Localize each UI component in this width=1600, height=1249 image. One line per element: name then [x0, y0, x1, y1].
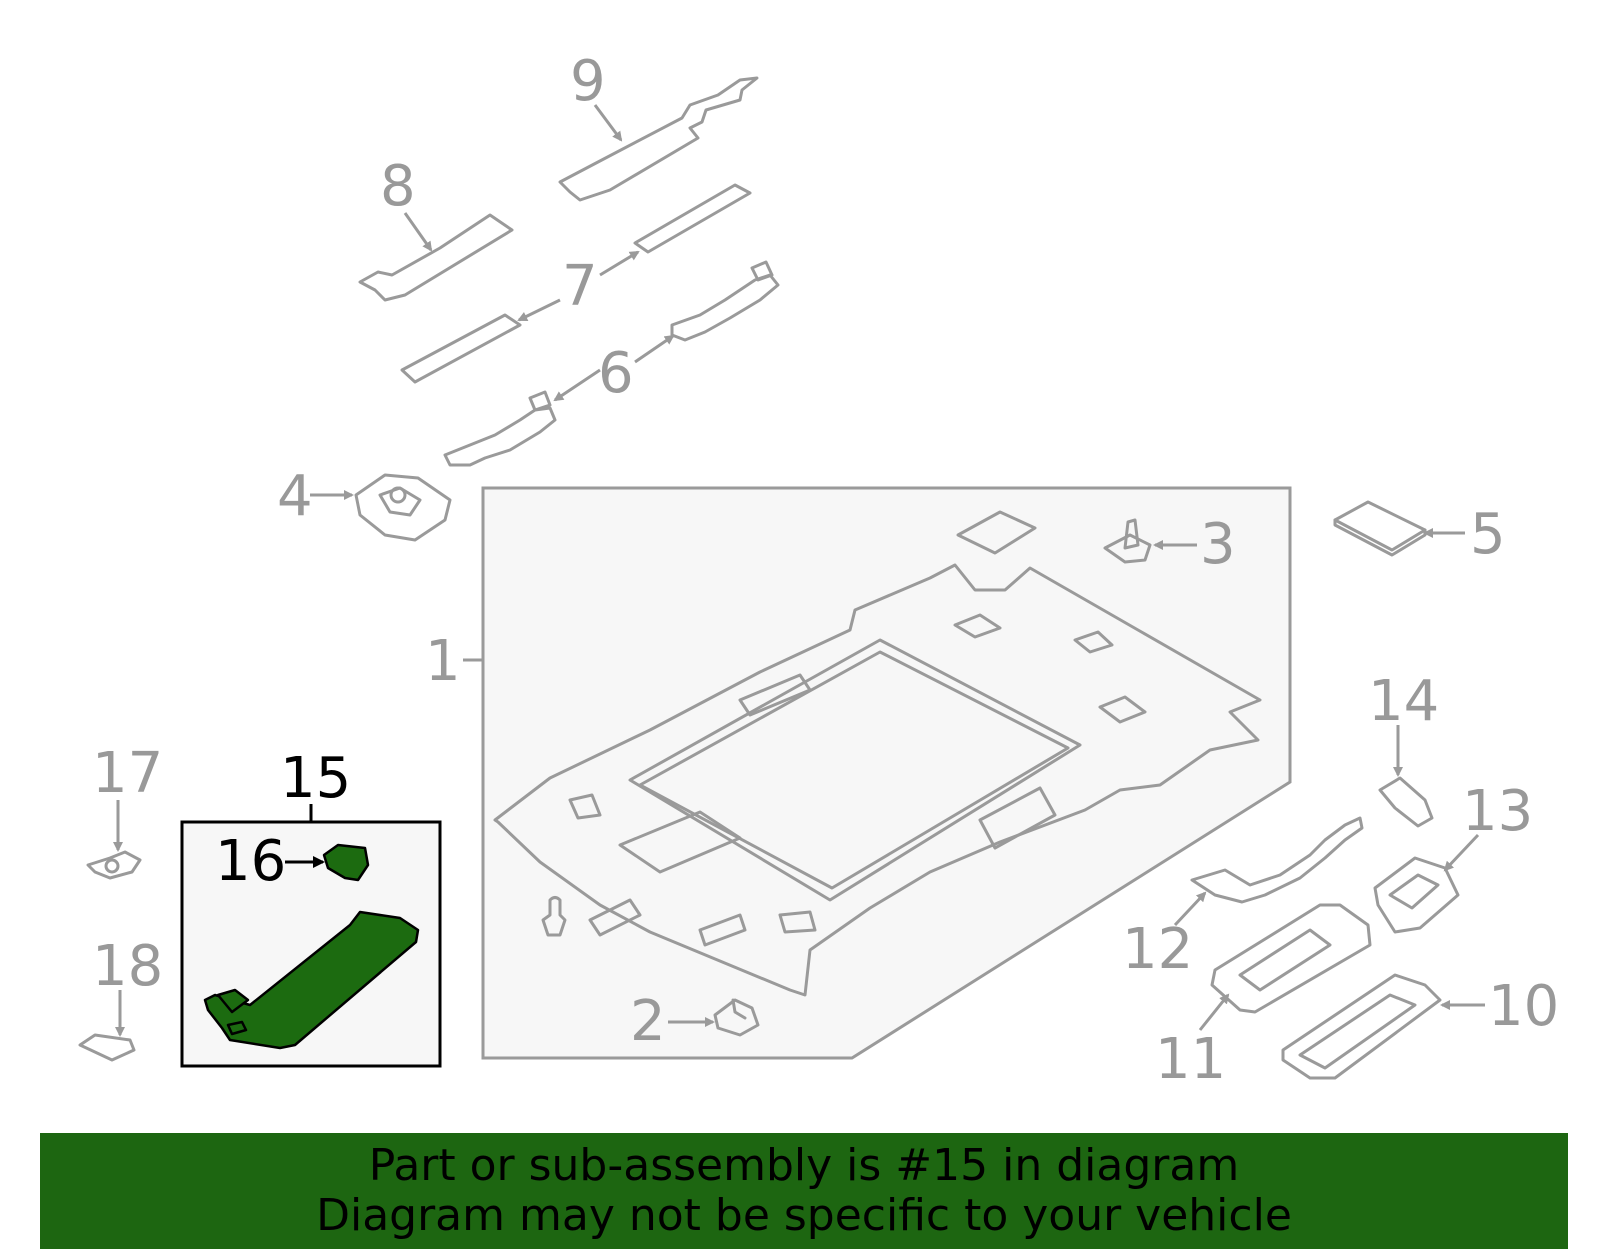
callout-1: 1	[425, 629, 461, 694]
callout-13: 13	[1462, 779, 1533, 844]
part-16-visor-clip[interactable]	[322, 843, 370, 882]
part-14-clip[interactable]	[1378, 776, 1434, 828]
headliner-assembly[interactable]	[481, 486, 1292, 1060]
callout-16: 16	[215, 829, 286, 894]
callout-8: 8	[380, 154, 416, 219]
info-banner: Part or sub-assembly is #15 in diagram D…	[40, 1133, 1568, 1249]
part-12-bracket[interactable]	[1190, 816, 1364, 904]
callout-18: 18	[92, 934, 163, 999]
part-7-strips[interactable]	[400, 183, 752, 384]
part-17-clip[interactable]	[86, 850, 142, 880]
part-4-bracket[interactable]	[354, 473, 452, 542]
part-15-sun-visor[interactable]	[203, 910, 420, 1050]
callout-4: 4	[277, 464, 313, 529]
callout-15: 15	[280, 746, 351, 811]
part-5-pad[interactable]	[1333, 500, 1427, 557]
part-11-console[interactable]	[1210, 903, 1372, 1014]
part-9-trim[interactable]	[558, 76, 759, 202]
part-6-grab-handles[interactable]	[443, 260, 780, 467]
part-13-lamp[interactable]	[1373, 856, 1460, 934]
callout-7: 7	[562, 254, 598, 319]
part-8-trim[interactable]	[358, 213, 514, 302]
callout-2: 2	[630, 989, 666, 1054]
part-2-clip[interactable]	[713, 998, 760, 1037]
callout-14: 14	[1368, 669, 1439, 734]
callout-10: 10	[1488, 974, 1559, 1039]
callout-6: 6	[598, 341, 634, 406]
callout-5: 5	[1470, 502, 1506, 567]
part-18-clip[interactable]	[78, 1033, 136, 1062]
part-3-clip[interactable]	[1103, 518, 1152, 564]
callout-9: 9	[570, 49, 606, 114]
banner-line-2: Diagram may not be specific to your vehi…	[316, 1190, 1292, 1241]
callout-12: 12	[1122, 917, 1193, 982]
callout-3: 3	[1200, 512, 1236, 577]
part-10-console-lamp[interactable]	[1281, 973, 1442, 1080]
callout-11: 11	[1155, 1027, 1226, 1092]
banner-line-1: Part or sub-assembly is #15 in diagram	[368, 1140, 1240, 1191]
callout-17: 17	[92, 741, 163, 806]
